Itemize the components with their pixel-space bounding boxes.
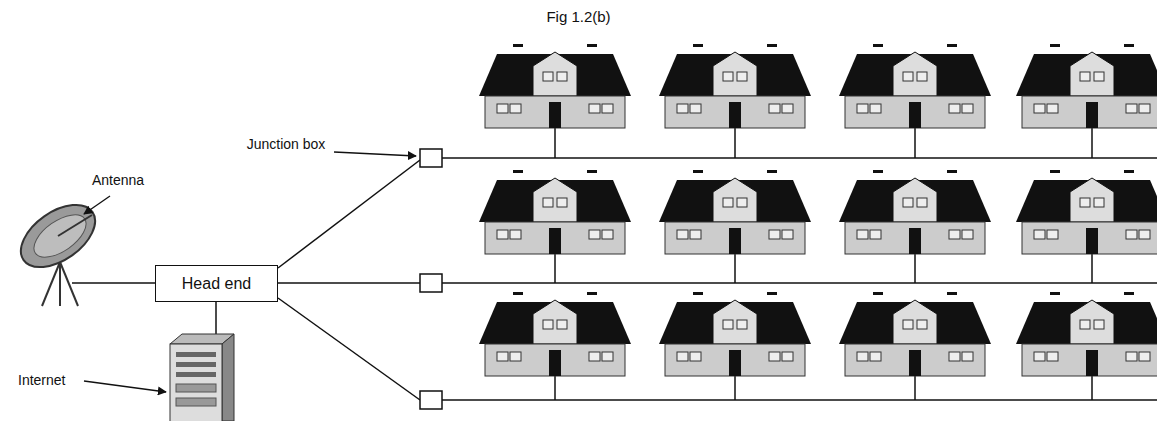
- house: [479, 170, 631, 254]
- house: [659, 170, 811, 254]
- junction-boxes: [420, 149, 442, 409]
- trunk-cables: [278, 160, 420, 400]
- internet-label-box: Internet: [18, 372, 88, 388]
- houses: [479, 44, 1157, 376]
- house: [839, 292, 991, 376]
- house: [659, 44, 811, 128]
- house: [659, 292, 811, 376]
- house: [1016, 44, 1157, 128]
- junction-box-label: Junction box: [247, 136, 326, 152]
- house: [479, 44, 631, 128]
- internet-server: [170, 302, 234, 421]
- junction-box-label-box: Junction box: [240, 136, 332, 152]
- house: [1016, 292, 1157, 376]
- antenna-label-box: Antenna: [92, 172, 162, 188]
- node-label: Head end: [182, 275, 251, 293]
- house: [1016, 170, 1157, 254]
- antenna-cable: [72, 282, 155, 284]
- leader-arrows: [84, 152, 416, 392]
- internet-label: Internet: [18, 372, 65, 388]
- figure-title: Fig 1.2(b): [0, 8, 1157, 25]
- head-end-box: Head end: [155, 265, 278, 302]
- house: [839, 170, 991, 254]
- antenna-label: Antenna: [92, 172, 144, 188]
- house: [479, 292, 631, 376]
- house: [839, 44, 991, 128]
